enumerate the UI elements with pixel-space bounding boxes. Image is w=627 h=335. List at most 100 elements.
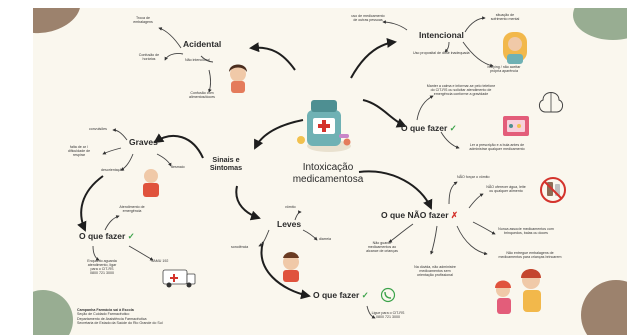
cross-icon: ✗ — [450, 210, 459, 220]
note-vomito: vômito — [285, 205, 296, 209]
note-duvida-line1: Na dúvida, não administre — [414, 265, 456, 269]
connector-nao-vomito — [448, 181, 458, 205]
pill-bottle-icon — [503, 116, 529, 136]
note-nao-guarde: Não guarde medicamentos ao alcance de cr… — [359, 241, 405, 254]
note-associe-line2: brinquedos, balas ou doces — [504, 230, 548, 235]
connector-situacao — [464, 16, 486, 33]
what-not-to-do-label: O que NÃO fazer — [381, 210, 449, 220]
note-diarreia: diarreia — [319, 237, 331, 241]
connector-uso-outras — [382, 20, 408, 31]
note-falta-ar-line1: falta de ar / — [70, 145, 88, 149]
what-to-do-right-title: O que fazer ✓ — [401, 123, 457, 133]
center-title-line2: medicamentosa — [292, 173, 364, 185]
note-enquanto-line3: para o CIT-RS — [90, 266, 114, 271]
girl-illustration — [503, 32, 527, 64]
leves-title: Leves — [277, 219, 302, 229]
check-icon: ✓ — [361, 290, 369, 300]
note-enquanto-line4: 0800 721 3000 — [90, 270, 114, 275]
note-convulsoes: convulsões — [89, 127, 107, 131]
note-situacao-line1: situação de — [495, 13, 515, 17]
note-bullying-line1: bullying / não aceitar — [487, 65, 521, 69]
note-associe-line1: Nunca associe medicamentos com — [498, 227, 554, 231]
footer-line4: Secretaria de Estado da Saúde do Rio Gra… — [77, 321, 163, 326]
note-uso-proposital: Uso proposital de dose inadequada — [413, 51, 470, 55]
connector-diarreia — [302, 229, 318, 241]
check-icon: ✓ — [449, 123, 457, 133]
center-title-line1: Intoxicação — [302, 162, 354, 173]
connector-samu — [128, 245, 154, 261]
connector-vomito — [294, 210, 302, 221]
note-falta-de-ar: falta de ar / dificuldade de respirar — [57, 145, 101, 158]
connector-sonolencia — [258, 229, 270, 247]
note-troca-line1: Troca de — [135, 16, 151, 20]
check-icon: ✓ — [127, 231, 135, 241]
arrow-graves-to-fazer — [77, 175, 104, 232]
arrow-leves-to-fazer — [260, 241, 311, 300]
connector-ler — [440, 131, 460, 149]
note-desorientacao: desorientação — [101, 168, 124, 172]
connector-alimentos — [208, 69, 212, 93]
note-troca-line2: embalagens — [133, 19, 153, 24]
acidental-title: Acidental — [183, 39, 222, 49]
medicine-bottle-icon — [297, 100, 351, 152]
note-manter-calma: Manter a calma e informar-se pelo telefo… — [413, 84, 509, 97]
note-manter-line1: Manter a calma e informar-se pelo telefo… — [426, 84, 496, 88]
connector-enquanto — [92, 245, 100, 261]
footer-line1: Campanha Farmácia sai à Escola — [77, 308, 134, 312]
connector-bullying — [462, 41, 494, 68]
note-ligue-line2: 0800 721 3000 — [376, 314, 400, 319]
arrow-to-what-to-do-right — [362, 99, 407, 128]
signs-title: Sinais e Sintomas — [201, 156, 251, 172]
note-bullying: bullying / não aceitar própria aparência — [479, 65, 529, 74]
center-title: Intoxicação medicamentosa — [283, 162, 373, 185]
note-confusao-line1: Confusão de — [138, 53, 160, 57]
signs-title-line1: Sinais e — [212, 155, 240, 164]
connector-ligue — [366, 305, 376, 319]
note-ler-line1: Ler a prescrição e a bula antes de — [469, 143, 525, 147]
what-to-do-right-label: O que fazer — [401, 123, 448, 133]
child-illustration — [229, 64, 247, 93]
note-guarde-line2: medicamentos ao — [367, 244, 397, 249]
note-alimentos-line2: alimentos/doces — [189, 94, 215, 99]
connector-falta-ar — [102, 147, 122, 155]
what-to-do-bottom-label: O que fazer — [313, 290, 360, 300]
note-falta-ar-line2: dificuldade de — [67, 148, 91, 153]
connector-guarde — [388, 223, 414, 243]
note-ler-prescricao: Ler a prescrição e a bula antes de admin… — [457, 143, 537, 152]
note-atendimento-line2: emergência — [122, 208, 142, 213]
note-guarde-line1: Não guarde — [372, 241, 392, 245]
connector-duvida — [430, 225, 438, 255]
note-confusao-line2: horários — [142, 56, 156, 61]
note-na-duvida: Na dúvida, não administre medicamentos s… — [407, 265, 463, 278]
connector-associe — [472, 221, 496, 235]
note-enquanto-line2: atendimento, ligar — [87, 262, 117, 267]
arrows-layer — [77, 16, 566, 319]
note-alimentos-line1: Confusão com — [190, 91, 214, 95]
phone-icon — [380, 287, 396, 303]
note-atendimento: Atendimento de emergência — [107, 205, 157, 214]
arrow-to-graves — [153, 133, 204, 159]
note-nunca-associe: Nunca associe medicamentos com brinquedo… — [491, 227, 561, 236]
note-guarde-line3: alcance de crianças — [366, 248, 398, 253]
note-falta-ar-line3: respirar — [72, 152, 86, 157]
note-confusao-horarios: Confusão de horários — [129, 53, 169, 62]
note-nao-intencional: Não intencional — [185, 58, 210, 62]
note-troca: Troca de embalagens — [123, 16, 163, 25]
connector-entregue — [456, 225, 488, 256]
graves-title: Graves — [129, 137, 158, 147]
note-oferecer-line2: ou qualquer alimento — [489, 188, 523, 193]
note-ler-line2: administrar qualquer medicamento — [469, 146, 525, 151]
signs-title-line2: Sintomas — [209, 162, 243, 172]
note-entregue-line1: Não entregue embalagens de — [506, 251, 554, 255]
note-ligue-cit: Ligue para o CIT-RS 0800 721 3000 — [363, 311, 413, 320]
connector-proposital — [444, 41, 450, 53]
note-sonolencia: sonolência — [231, 245, 249, 249]
note-nao-vomito: NÃO forçar o vômito — [457, 175, 490, 179]
note-bullying-line2: própria aparência — [490, 68, 518, 73]
brain-icon — [538, 92, 564, 113]
connector-nao-oferecer — [468, 193, 484, 209]
note-uso-line1: uso de medicamento — [351, 14, 385, 18]
note-ligue-line1: Ligue para o CIT-RS — [371, 311, 405, 315]
connector-confusao — [164, 53, 184, 61]
sick-person-illustration — [143, 169, 159, 197]
